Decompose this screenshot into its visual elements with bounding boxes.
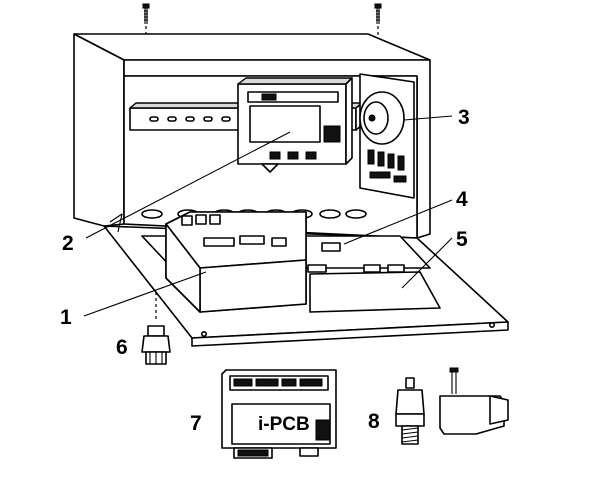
secondary-pcb <box>309 271 441 313</box>
callout-5: 5 <box>456 228 468 251</box>
callout-8: 8 <box>368 410 380 433</box>
pressure-sensor <box>395 377 425 445</box>
callout-4: 4 <box>456 188 468 211</box>
power-supply-block <box>165 211 307 313</box>
callout-numbers: 1 2 3 4 5 6 7 8 <box>60 106 470 435</box>
callout-2: 2 <box>62 232 74 255</box>
callout-7: 7 <box>190 412 202 435</box>
leader-lines <box>83 115 453 317</box>
capacitor-board <box>359 73 415 199</box>
callout-1: 1 <box>60 306 72 329</box>
callout-3: 3 <box>458 106 470 129</box>
din-controller-module <box>237 77 353 173</box>
cable-gland <box>141 292 171 365</box>
sensor-connector <box>439 367 509 435</box>
i-pcb-module: i-PCB <box>221 369 337 459</box>
callout-6: 6 <box>116 336 128 359</box>
i-pcb-label: i-PCB <box>258 414 310 435</box>
